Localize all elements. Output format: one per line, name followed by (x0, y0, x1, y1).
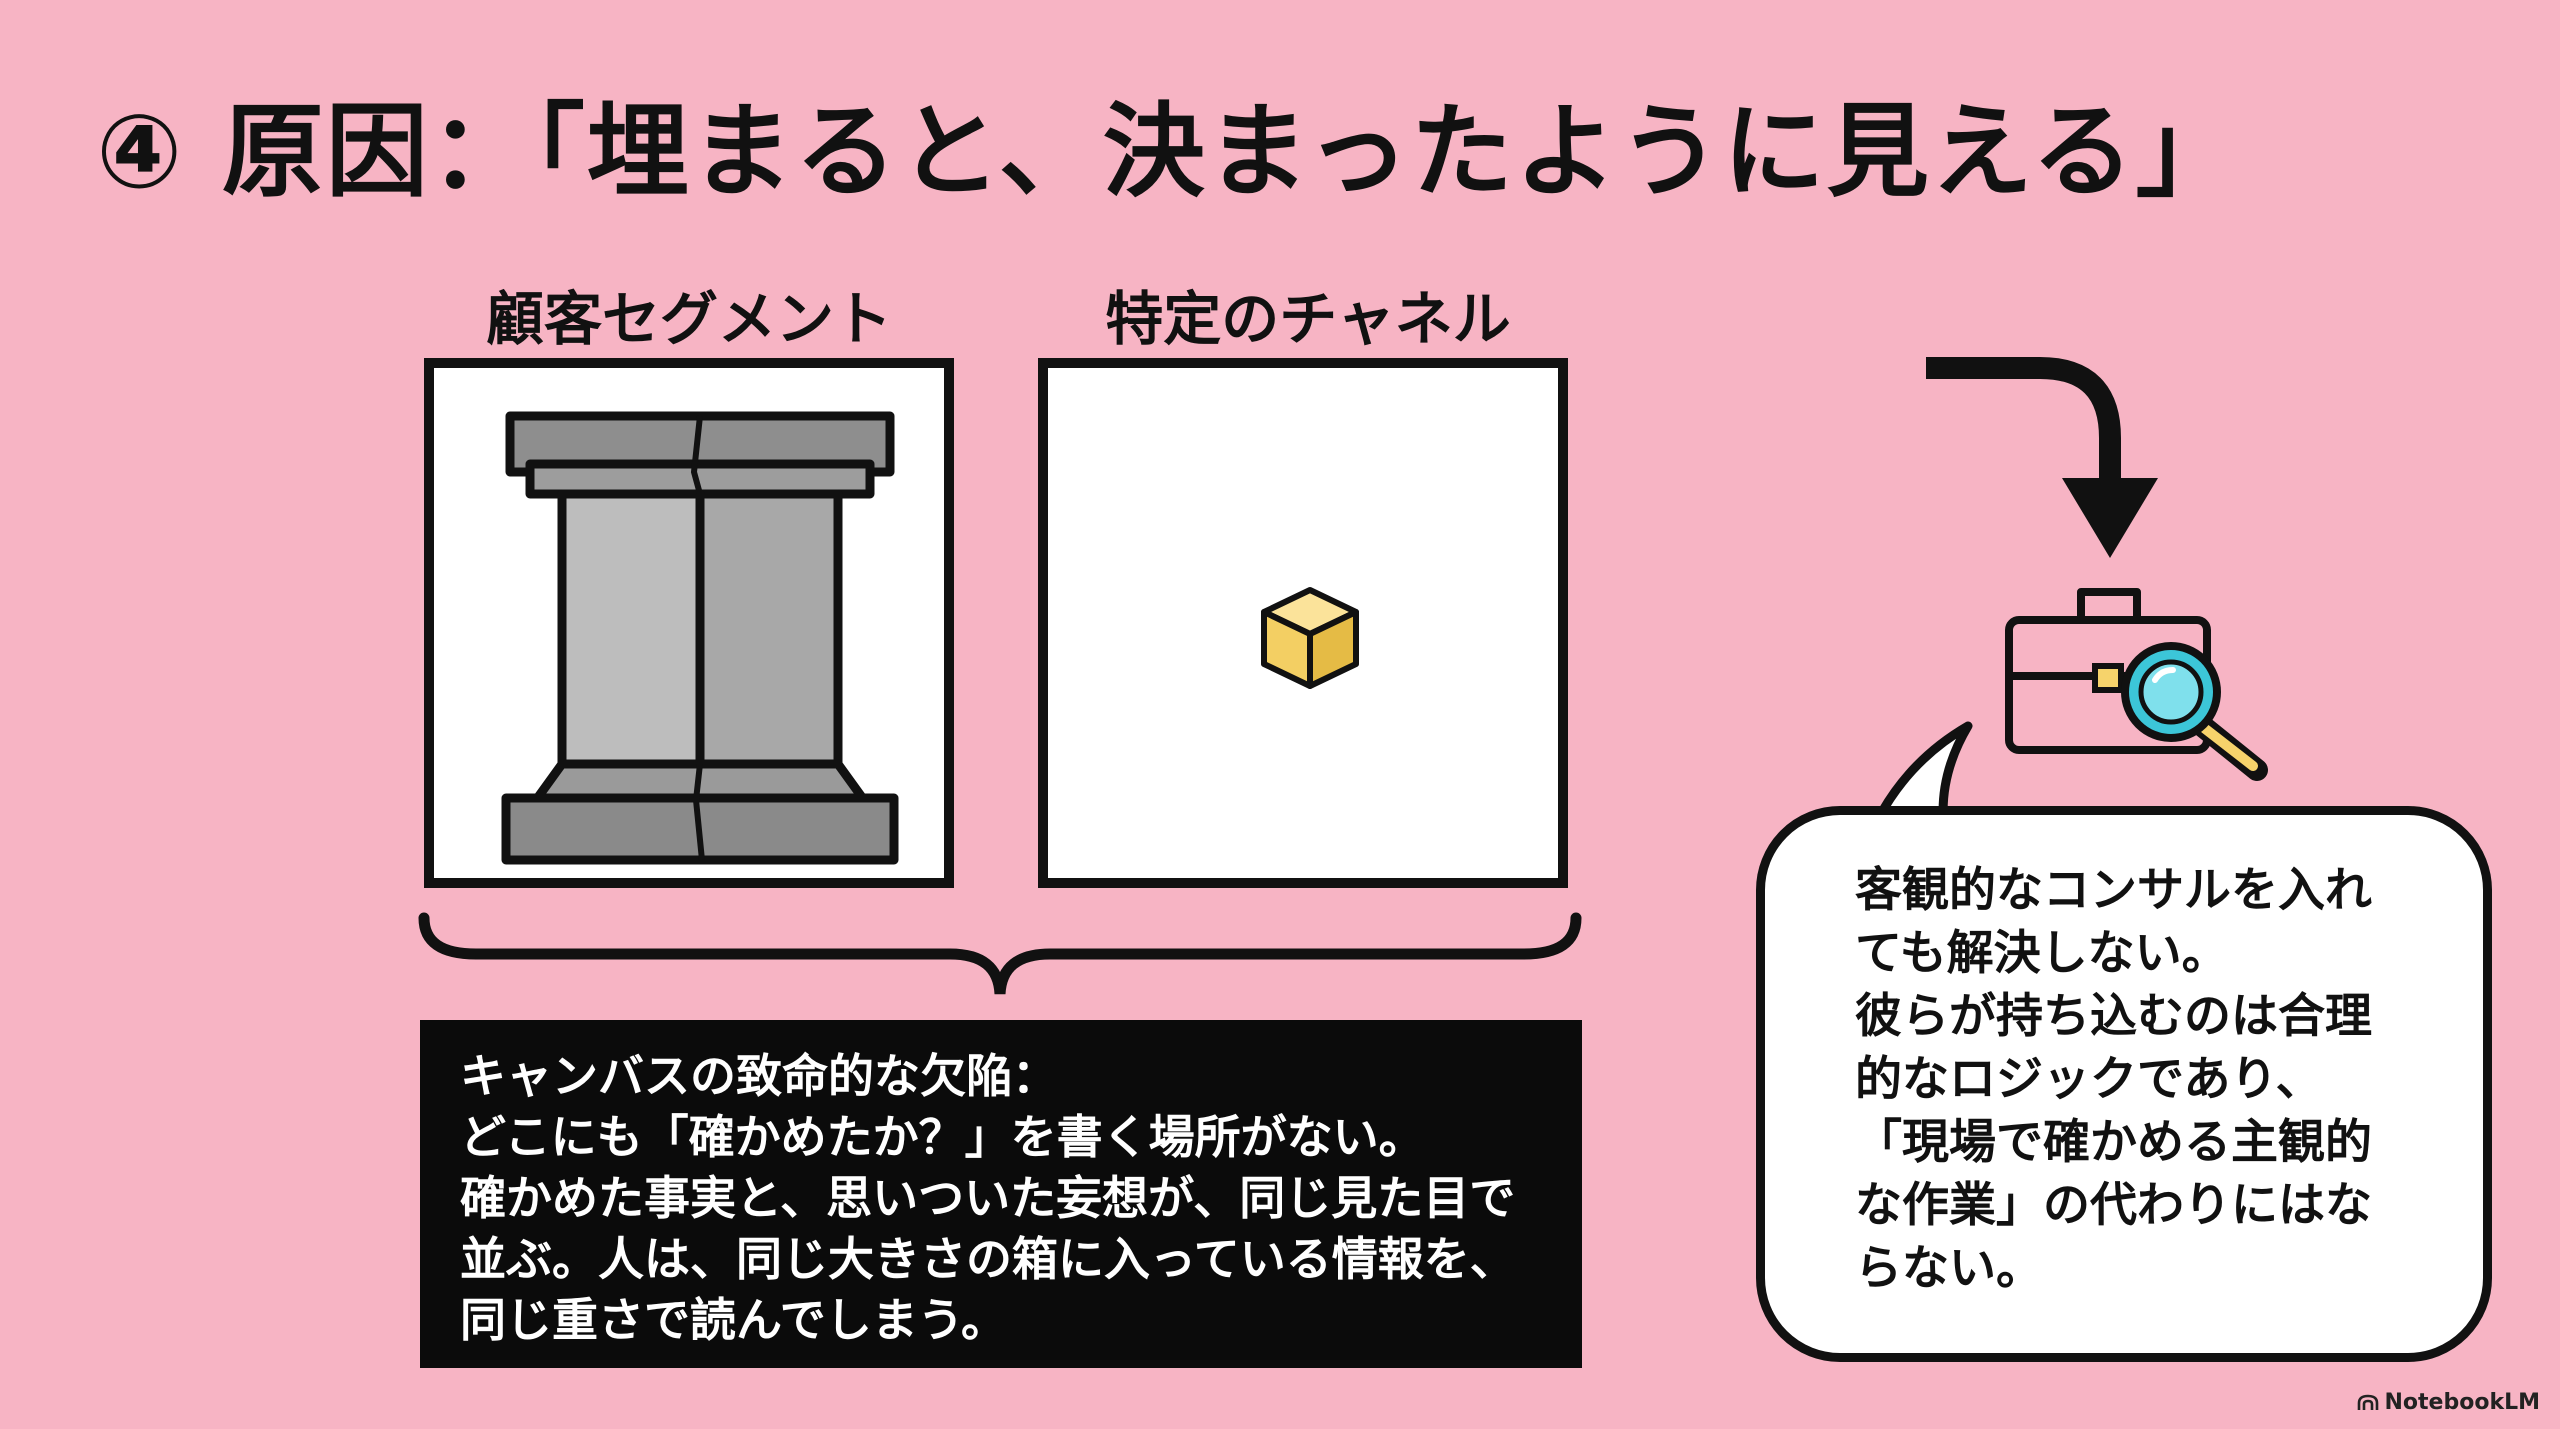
bubble-line: 的なロジックであり、 (1855, 1052, 2323, 1107)
bubble-line: な作業」の代わりにはな (1855, 1178, 2372, 1233)
caption-box: キャンバスの致命的な欠陥： どこにも「確かめたか？」を書く場所がない。 確かめた… (420, 1020, 1582, 1368)
bubble-line: らない。 (1855, 1241, 2043, 1296)
specific-channel-panel (1038, 358, 1568, 888)
bubble-line: 「現場で確かめる主観的 (1855, 1115, 2372, 1170)
caption-line: 並ぶ。人は、同じ大きさの箱に入っている情報を、 (460, 1232, 1516, 1286)
caption-line: 確かめた事実と、思いついた妄想が、同じ見た目で (460, 1171, 1516, 1225)
curly-brace (418, 912, 1582, 995)
stone-pillar-icon (501, 411, 899, 865)
speech-bubble: 客観的なコンサルを入れ ても解決しない。 彼らが持ち込むのは合理 的なロジックで… (1756, 806, 2492, 1362)
curved-arrow-icon (1926, 357, 2158, 558)
panel-label-customer-segment: 顧客セグメント (485, 285, 892, 353)
panel-label-specific-channel: 特定のチャネル (1105, 285, 1511, 353)
bubble-line: ても解決しない。 (1855, 926, 2229, 981)
slide-title: ④ 原因：「埋まると、決まったように見える」 (96, 93, 2240, 212)
notebooklm-watermark: NotebookLM (2357, 1390, 2540, 1415)
notebooklm-logo-icon (2357, 1394, 2378, 1410)
briefcase-magnifier-icon (2005, 588, 2268, 781)
caption-line: キャンバスの致命的な欠陥： (460, 1049, 1058, 1103)
bubble-line: 客観的なコンサルを入れ (1855, 863, 2372, 918)
bubble-line: 彼らが持ち込むのは合理 (1855, 989, 2372, 1044)
small-cube-icon (1261, 587, 1359, 689)
customer-segment-panel (424, 358, 954, 888)
watermark-text: NotebookLM (2384, 1390, 2540, 1415)
caption-line: どこにも「確かめたか？」を書く場所がない。 (460, 1110, 1425, 1164)
caption-line: 同じ重さで読んでしまう。 (460, 1293, 1007, 1347)
